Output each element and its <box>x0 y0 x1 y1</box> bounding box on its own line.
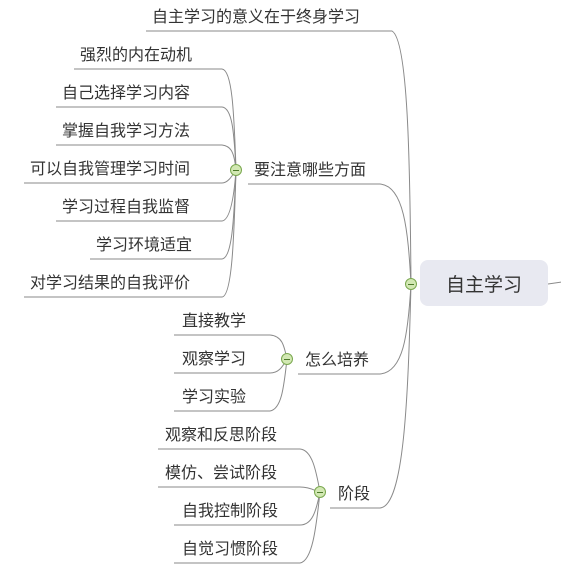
child-node[interactable]: 自觉习惯阶段 <box>182 539 279 558</box>
child-node[interactable]: 自我控制阶段 <box>182 501 279 520</box>
child-node[interactable]: 掌握自我学习方法 <box>62 121 191 140</box>
branch-node-aspects[interactable]: 要注意哪些方面 <box>254 160 367 179</box>
connector-b2-c2 <box>56 106 237 171</box>
child-node[interactable]: 观察和反思阶段 <box>165 425 278 444</box>
root-node[interactable]: 自主学习 <box>420 260 548 306</box>
collapse-toggle-branch-3[interactable] <box>281 353 293 365</box>
child-node[interactable]: 学习环境适宜 <box>96 235 193 254</box>
child-node[interactable]: 对学习结果的自我评价 <box>30 273 191 292</box>
connector-root-branch-2 <box>248 183 412 285</box>
branch-node-stages[interactable]: 阶段 <box>338 484 371 503</box>
collapse-toggle-root[interactable] <box>405 278 417 290</box>
child-node[interactable]: 学习过程自我监督 <box>62 197 191 216</box>
connector-b2-c7 <box>24 169 237 298</box>
root-node-label: 自主学习 <box>445 273 522 296</box>
connector-root-branch-4 <box>330 283 412 509</box>
connector-root-branch-3 <box>298 283 412 375</box>
child-node[interactable]: 模仿、尝试阶段 <box>165 463 278 482</box>
child-node[interactable]: 观察学习 <box>182 349 247 368</box>
connector-b4-c4 <box>174 491 321 564</box>
child-node[interactable]: 强烈的内在动机 <box>80 45 193 64</box>
connector-b3-c3 <box>174 358 288 412</box>
connector-b4-c1 <box>158 448 321 493</box>
collapse-toggle-branch-2[interactable] <box>230 164 242 176</box>
child-node[interactable]: 自己选择学习内容 <box>62 83 191 102</box>
child-node[interactable]: 直接教学 <box>182 311 247 330</box>
branch-node-cultivation[interactable]: 怎么培养 <box>305 350 370 369</box>
collapse-toggle-branch-4[interactable] <box>314 486 326 498</box>
branch-node-significance[interactable]: 自主学习的意义在于终身学习 <box>152 7 361 26</box>
connector-root-right <box>547 281 561 285</box>
child-node[interactable]: 学习实验 <box>182 387 247 406</box>
child-node[interactable]: 可以自我管理学习时间 <box>30 159 191 178</box>
connector-root-branch-1 <box>146 30 412 285</box>
connector-b4-c2 <box>158 486 321 493</box>
